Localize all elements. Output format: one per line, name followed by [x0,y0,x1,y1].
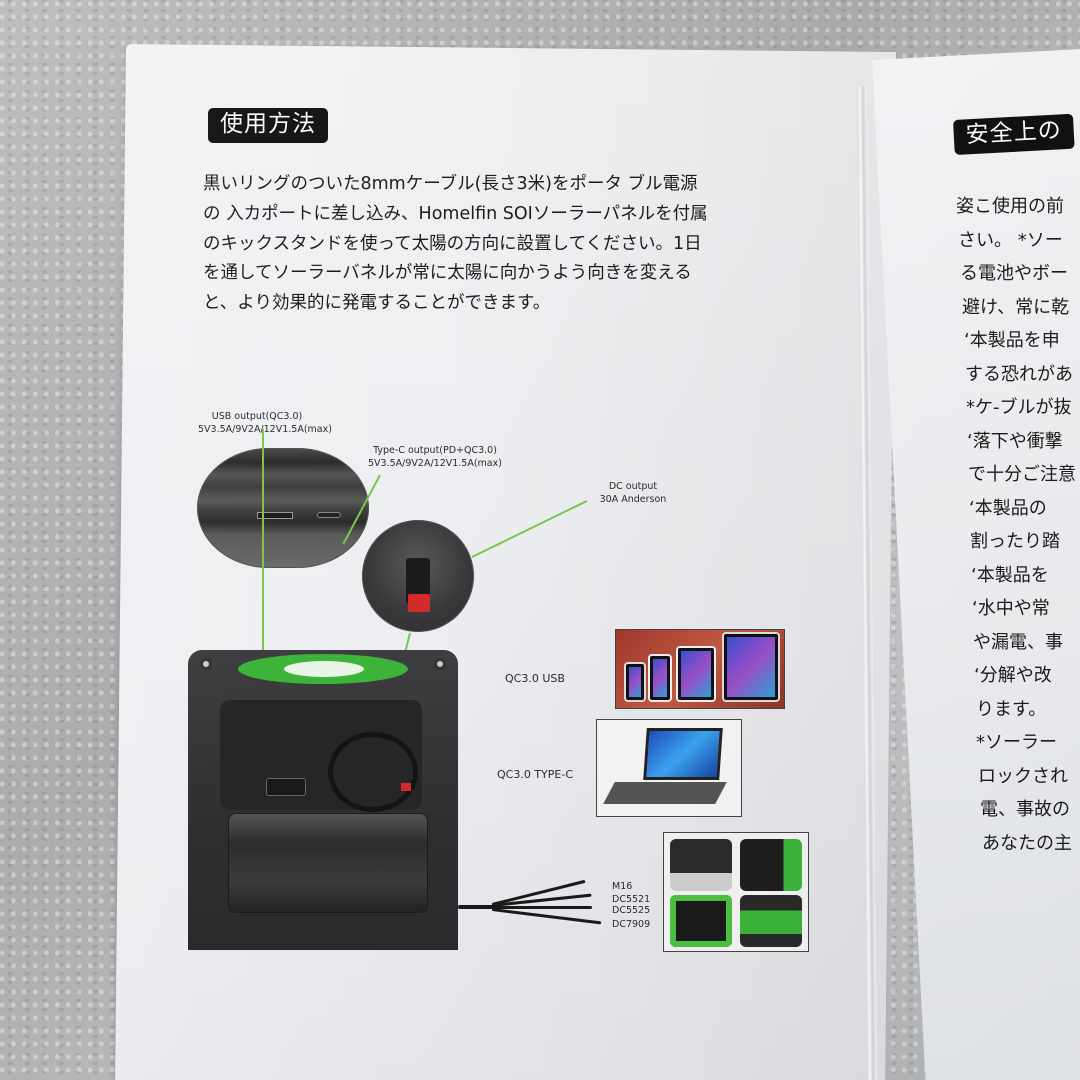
phones-tablets-photo [615,629,785,709]
safety-line: ‘水中や常 [972,598,1050,619]
dc-output-label: DC output 30A Anderson [588,480,678,506]
safety-line: *ケ-ブルが抜 [966,397,1072,418]
power-station-icon [740,839,802,891]
instruction-line: のキックスタンドを使って太陽の方向に設置してください。1日 [203,233,702,254]
safety-line: ‘本製品を [971,564,1049,586]
power-station-icon [670,839,732,891]
splitter-cable [458,905,494,909]
safety-line: 電、事故の [980,799,1070,820]
dc-output-title: DC output [608,481,658,492]
safety-line: ‘落下や衝撃 [967,430,1063,452]
safety-line: る電池やボー [960,263,1068,284]
dc-leader-line [471,499,588,558]
usb-leader-line [262,429,264,681]
laptop-keyboard [603,782,727,804]
usb-port-closeup [197,448,369,568]
instruction-line: の 入カポートに差し込み、Homelfin SOIソーラーパネルを付属 [203,203,708,224]
qc-usb-label: QC3.0 USB [505,672,565,685]
red-connector [401,783,411,791]
connector-label-dc5525: DC5525 [612,905,651,916]
usb-output-label: USB output(QC3.0) 5V3.5A/9V2A/12V1.5A(ma… [198,410,332,436]
typec-output-label: Type-C output(PD+QC3.0) 5V3.5A/9V2A/12V1… [368,444,502,470]
power-station-icon [740,895,802,947]
instruction-line: を通してソーラーバネルが常に太陽に向かうよう向きを変える [203,263,692,284]
green-carry-handle [238,654,408,684]
cable-branch-dc7909 [491,908,602,925]
typec-output-spec: 5V3.5A/9V2A/12V1.5A(max) [368,458,502,469]
folded-solar-panel [188,650,458,950]
instruction-line: と、より効果的に発電することができます。 [203,293,551,314]
safety-line: や漏電、事 [973,631,1063,653]
instruction-line: 黒いリングのついた8mmケーブル(長さ3米)をポータ ブル電源 [203,174,698,194]
anderson-plug-closeup [362,520,474,632]
safety-line: で十分ご注意 [968,464,1076,485]
safety-line: *ソーラー [976,732,1057,753]
power-station-icon [670,895,732,947]
connector-label-m16: M16 [612,881,633,892]
safety-line: ‘本製品を申 [964,330,1060,351]
safety-line: さい。 *ソー [958,229,1063,251]
phone-icon [624,662,646,702]
typec-output-title: Type-C output(PD+QC3.0) [373,445,497,456]
laptop-photo [596,719,742,817]
typec-port-icon [317,512,341,518]
safety-line: ‘分解や改 [974,665,1052,686]
output-junction-box [266,778,306,796]
storage-pouch [228,813,428,913]
usage-heading: 使用方法 [208,108,328,143]
tablet-icon [676,646,716,702]
dc-output-spec: 30A Anderson [599,494,667,505]
safety-line: ります。 [976,698,1047,720]
tablet-icon [722,632,780,702]
connector-label-dc5521: DC5521 [612,894,651,905]
safety-line: 割ったり踏 [970,531,1060,552]
usb-output-spec: 5V3.5A/9V2A/12V1.5A(max) [198,424,332,435]
safety-line: ‘本製品の [969,497,1047,519]
safety-line: 避け、常に乾 [962,296,1070,318]
laptop-screen [643,728,723,780]
safety-line: あなたの主 [982,832,1072,854]
qc-typec-label: QC3.0 TYPE-C [497,768,574,781]
anderson-plug-red-tip [408,594,430,612]
connector-label-dc7909: DC7909 [612,919,651,930]
safety-line: 姿こ使用の前 [956,196,1064,217]
usage-instructions: 黒いリングのついた8mmケーブル(長さ3米)をポータ ブル電源 の 入カポートに… [203,170,763,319]
safety-precautions: 姿こ使用の前 さい。 *ソー る電池やボー 避け、常に乾 ‘本製品を申 する恐れ… [956,190,1076,860]
grommet-icon [434,658,446,670]
power-stations-photo [663,832,809,952]
usb-output-title: USB output(QC3.0) [211,411,303,422]
safety-line: する恐れがあ [965,363,1073,385]
grommet-icon [200,658,212,670]
phone-icon [648,654,672,702]
safety-heading: 安全上の [953,113,1075,155]
usb-port-icon [257,512,293,519]
cable-branch-dc5525 [492,906,592,909]
coiled-cable [328,732,418,812]
safety-line: ロックされ [978,765,1068,787]
